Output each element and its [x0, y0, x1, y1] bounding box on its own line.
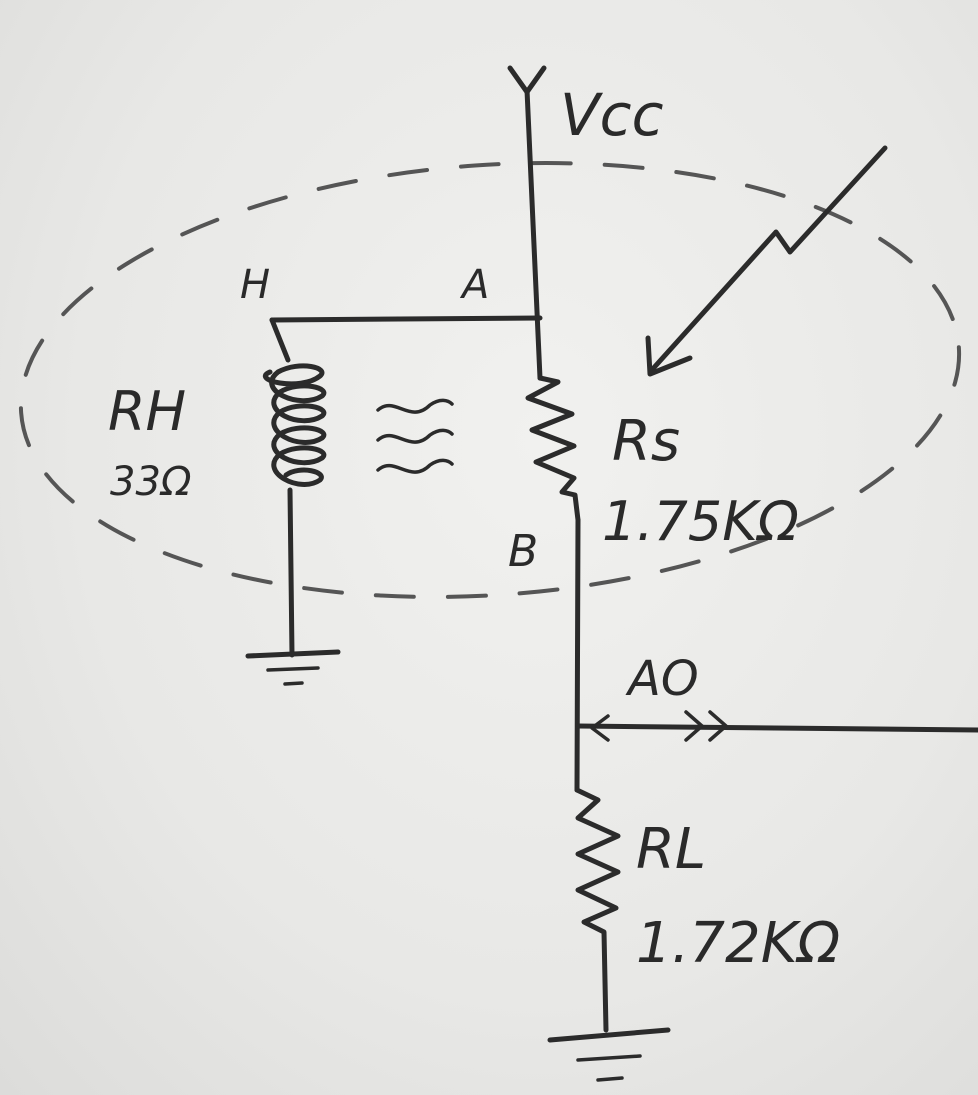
load-resistor — [574, 787, 621, 1033]
heater-name-label: RH — [108, 380, 186, 443]
load-value-label: 1.72KΩ — [636, 911, 840, 976]
output-label: AO — [625, 651, 699, 707]
vcc-label: Vcc — [560, 81, 664, 149]
vcc-terminal — [507, 65, 547, 381]
node-a-label: A — [459, 262, 489, 308]
node-h-label: H — [240, 262, 270, 308]
load-name-label: RL — [636, 817, 706, 882]
node-b-label: B — [508, 526, 538, 577]
gas-arrow — [645, 145, 888, 377]
sensor-name-label: Rs — [612, 409, 680, 474]
load-ground-symbol — [547, 1027, 671, 1082]
sensor-module-outline — [18, 161, 962, 599]
wire-h-a — [269, 315, 543, 323]
sensor-value-label: 1.75KΩ — [602, 490, 799, 553]
output-line — [575, 710, 978, 742]
coupling-symbol — [376, 398, 454, 474]
heater-value-label: 33Ω — [110, 459, 192, 505]
sensor-resistor — [525, 375, 581, 523]
heater-coil — [263, 317, 327, 658]
wire-b-output — [574, 517, 581, 793]
heater-ground-symbol — [245, 649, 341, 686]
